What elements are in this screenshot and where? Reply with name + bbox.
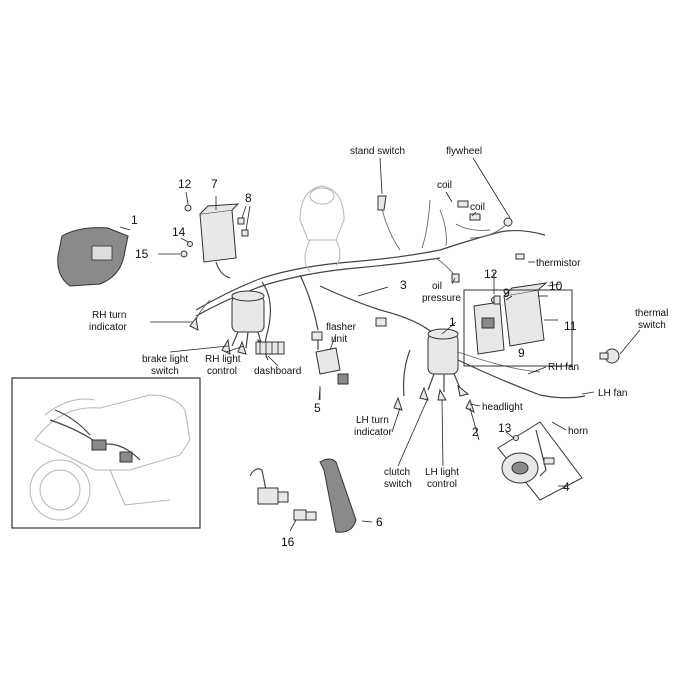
- callout-3: 3: [400, 278, 407, 292]
- callout-6: 6: [376, 515, 383, 529]
- label-stand-switch: stand switch: [350, 146, 405, 157]
- label-flasher-1: flasher: [326, 322, 357, 333]
- thermal-switch: [599, 329, 641, 364]
- label-clutch-1: clutch: [384, 467, 410, 478]
- label-headlight: headlight: [482, 402, 523, 413]
- cover-and-sensor: [249, 458, 357, 533]
- callout-9b: 9: [518, 346, 525, 360]
- label-lh-fan: LH fan: [598, 388, 627, 399]
- control-modules: [463, 282, 573, 367]
- callout-11: 11: [564, 319, 577, 333]
- dashboard-connector: [255, 341, 285, 355]
- label-coil-2: coil: [470, 202, 485, 213]
- label-thermistor: thermistor: [536, 258, 581, 269]
- label-thermal-1: thermal: [635, 308, 668, 319]
- label-oil-1: oil: [432, 281, 442, 292]
- callout-numbers: 1 2 3 4 5 6 7 8 9 9 10 11 12 12 13 14 15…: [131, 177, 577, 549]
- callout-4: 4: [563, 480, 570, 494]
- label-oil-2: pressure: [422, 293, 461, 304]
- rh-connector-bundle: [189, 290, 270, 355]
- label-rh-turn-2: indicator: [89, 322, 127, 333]
- label-rh-light-1: RH light: [205, 354, 241, 365]
- label-flywheel: flywheel: [446, 146, 482, 157]
- label-flasher-2: unit: [331, 334, 347, 345]
- relay-box: [158, 191, 251, 279]
- label-brake-light-2: switch: [151, 366, 179, 377]
- callout-14: 14: [172, 225, 186, 239]
- callout-16: 16: [281, 535, 295, 549]
- fairing-panel: [57, 226, 131, 287]
- label-lh-light-2: control: [427, 479, 457, 490]
- callout-1: 1: [131, 213, 138, 227]
- label-clutch-2: switch: [384, 479, 412, 490]
- leader-lines: [150, 157, 595, 532]
- callout-15: 15: [135, 247, 149, 261]
- label-horn: horn: [568, 426, 588, 437]
- top-connectors: [377, 195, 525, 305]
- component-labels: stand switch flywheel coil coil thermist…: [89, 146, 668, 490]
- callout-8: 8: [245, 191, 252, 205]
- label-rh-light-2: control: [207, 366, 237, 377]
- label-lh-light-1: LH light: [425, 467, 459, 478]
- label-lh-turn-2: indicator: [354, 427, 392, 438]
- label-dashboard: dashboard: [254, 366, 301, 377]
- horn-assembly: [497, 421, 583, 501]
- label-rh-fan: RH fan: [548, 362, 579, 373]
- label-coil-1: coil: [437, 180, 452, 191]
- callout-5: 5: [314, 401, 321, 415]
- label-brake-light-1: brake light: [142, 354, 188, 365]
- callout-12b: 12: [484, 267, 498, 281]
- callout-9a: 9: [503, 286, 510, 300]
- flasher-unit: [311, 317, 387, 400]
- lh-connector-bundle: [393, 328, 586, 413]
- label-lh-turn-1: LH turn: [356, 415, 389, 426]
- callout-13: 13: [498, 421, 512, 435]
- callout-2: 2: [472, 425, 479, 439]
- callout-7: 7: [211, 177, 218, 191]
- label-rh-turn-1: RH turn: [92, 310, 126, 321]
- motorcycle-inset: [11, 377, 201, 529]
- callout-12a: 12: [178, 177, 192, 191]
- label-thermal-2: switch: [638, 320, 666, 331]
- callout-1b: 1: [449, 315, 456, 329]
- callout-10: 10: [549, 279, 563, 293]
